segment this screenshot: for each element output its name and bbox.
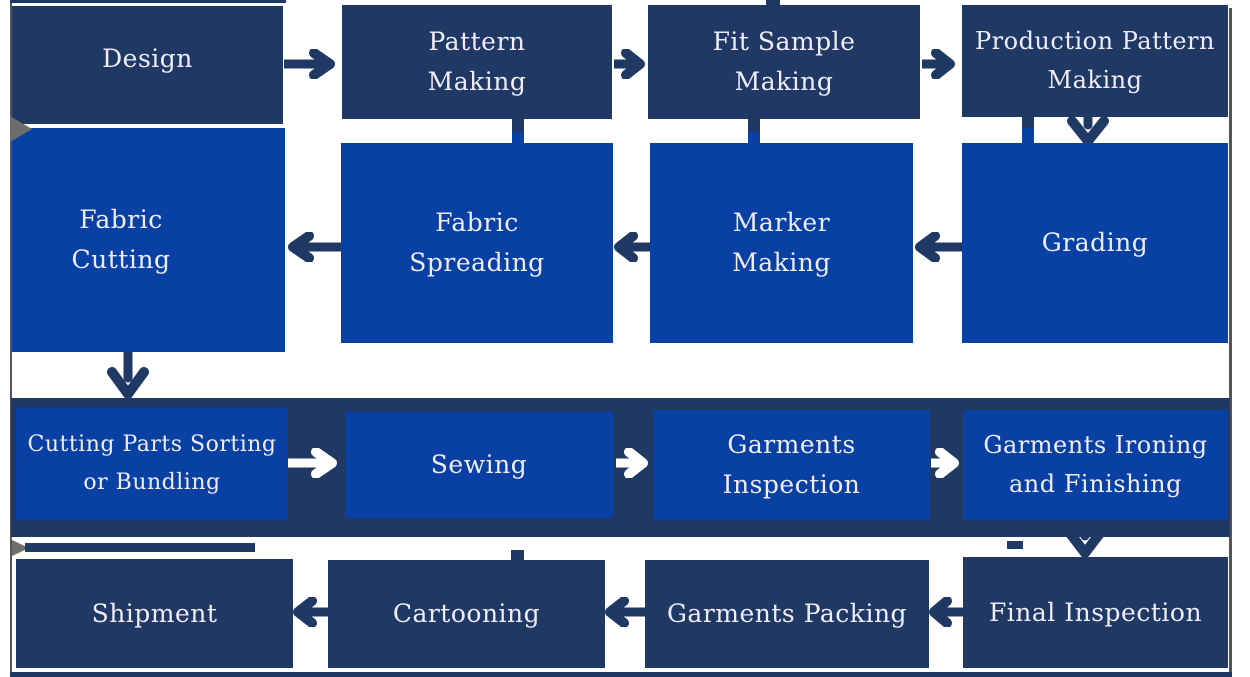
node-label: Garments Packing (666, 599, 908, 628)
node-label: and Finishing (1009, 470, 1182, 498)
frame-border-bottom (10, 672, 1232, 677)
node-label: Inspection (722, 470, 861, 499)
node-label: Fabric (79, 205, 163, 234)
node-label: Fit Sample (712, 27, 856, 56)
arrow-pattern-making-to-fit-sample (614, 49, 648, 79)
connector-fit-sample-down (748, 119, 760, 132)
node-label: Garments Ironing (983, 431, 1208, 459)
node-label: Making (1047, 66, 1143, 94)
node-production-pattern-making: Production Pattern Making (962, 5, 1228, 117)
node-label: Cutting Parts Sorting (27, 432, 277, 457)
arrow-fit-sample-to-production-pattern (922, 49, 960, 79)
node-label: Grading (1041, 228, 1149, 257)
connector-fit-sample-down (748, 132, 760, 144)
node-final-inspection: Final Inspection (963, 557, 1228, 668)
arrow-grading-to-marker-making (913, 232, 962, 262)
frame-border-top (10, 0, 286, 3)
node-label: Making (427, 67, 527, 96)
arrow-cutting-parts-to-sewing (288, 448, 341, 478)
node-label: Fabric (435, 208, 519, 237)
node-label: or Bundling (83, 470, 221, 495)
arrow-garments-packing-to-cartooning (604, 597, 646, 627)
node-label: Sewing (430, 450, 528, 479)
arrow-cartooning-to-shipment (292, 597, 329, 627)
connector-fit-sample-top (766, 0, 780, 6)
frame-border-left (10, 0, 12, 677)
arrow-marker-making-to-fabric-spreading (613, 232, 650, 262)
node-label: Marker (732, 208, 831, 237)
node-label: Production Pattern (975, 27, 1215, 55)
gray-arrowhead-icon (12, 540, 29, 556)
frame-border-right (1229, 8, 1232, 677)
node-design: Design (12, 6, 283, 124)
node-label: Making (734, 67, 834, 96)
node-cutting-parts-sorting: Cutting Parts Sorting or Bundling (16, 408, 288, 520)
arrow-fabric-spreading-to-fabric-cutting (285, 232, 341, 262)
connector-production-pattern-down (1022, 128, 1034, 144)
node-garments-inspection: Garments Inspection (653, 410, 930, 520)
node-fit-sample-making: Fit Sample Making (648, 5, 920, 119)
gray-pointer-icon (10, 116, 32, 142)
node-fabric-cutting: Fabric Cutting (12, 128, 285, 352)
arrow-final-inspection-to-garments-packing (928, 597, 964, 627)
node-label: Final Inspection (988, 597, 1203, 627)
node-label: Pattern (428, 27, 526, 56)
node-marker-making: Marker Making (650, 143, 913, 343)
arrow-design-to-pattern-making (284, 49, 340, 79)
arrow-fabric-cutting-to-cutting-parts (106, 352, 150, 401)
node-label: Cartooning (392, 599, 541, 628)
node-label: Making (732, 248, 831, 277)
node-grading: Grading (962, 143, 1228, 343)
connector-pattern-making-down (512, 119, 524, 132)
node-label: Spreading (409, 248, 545, 277)
connector-cartooning-top (511, 550, 524, 560)
node-cartooning: Cartooning (328, 560, 605, 668)
connector-pattern-making-down (512, 132, 524, 144)
node-fabric-spreading: Fabric Spreading (341, 143, 613, 343)
node-garments-ironing: Garments Ironing and Finishing (963, 410, 1228, 520)
node-garments-packing: Garments Packing (645, 560, 929, 668)
connector-production-pattern-down (1022, 117, 1034, 128)
node-label: Design (102, 44, 193, 73)
node-pattern-making: Pattern Making (342, 5, 612, 119)
arrow-garments-inspection-to-ironing (931, 448, 962, 478)
node-sewing: Sewing (345, 412, 613, 518)
node-label: Cutting (71, 245, 171, 274)
arrow-garments-ironing-to-final-inspection (1063, 524, 1107, 559)
arrow-production-pattern-to-grading (1066, 115, 1110, 148)
arrow-sewing-to-garments-inspection (616, 448, 652, 478)
underline-bar (25, 543, 255, 552)
node-label: Shipment (91, 598, 218, 628)
node-label: Garments (727, 430, 856, 459)
dash-mark (1007, 541, 1023, 549)
node-shipment: Shipment (16, 559, 293, 668)
